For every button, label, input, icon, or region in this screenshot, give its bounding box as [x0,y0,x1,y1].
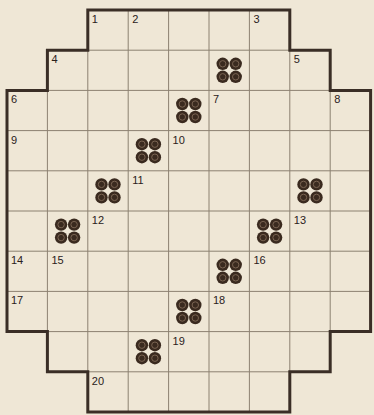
cell-number: 5 [294,53,300,65]
cell-number: 10 [173,134,185,146]
cell-number: 2 [132,13,138,25]
cell-number: 1 [92,13,98,25]
cell-number: 12 [92,214,104,226]
cell-number: 19 [173,335,185,347]
cell-number: 9 [11,134,17,146]
cell-number: 13 [294,214,306,226]
cell-number: 3 [253,13,259,25]
board-outline [7,10,371,412]
cell-number: 18 [213,294,225,306]
counter [297,178,322,203]
cell-number: 17 [11,294,23,306]
cell-number: 14 [11,254,23,266]
counter [136,339,161,364]
cell-number: 16 [253,254,265,266]
cell-number: 11 [132,174,143,186]
cell-number: 20 [92,375,104,387]
cell-number: 8 [334,93,340,105]
counter [95,178,120,203]
cell-number: 4 [51,53,57,65]
counter [55,218,80,243]
counter [176,299,201,324]
counter [136,138,161,163]
counters [55,58,323,365]
cell-number: 15 [51,254,63,266]
counter [217,58,242,83]
counter [257,218,282,243]
counter [176,98,201,123]
cell-number: 7 [213,93,219,105]
counter [217,259,242,284]
cell-number: 6 [11,93,17,105]
